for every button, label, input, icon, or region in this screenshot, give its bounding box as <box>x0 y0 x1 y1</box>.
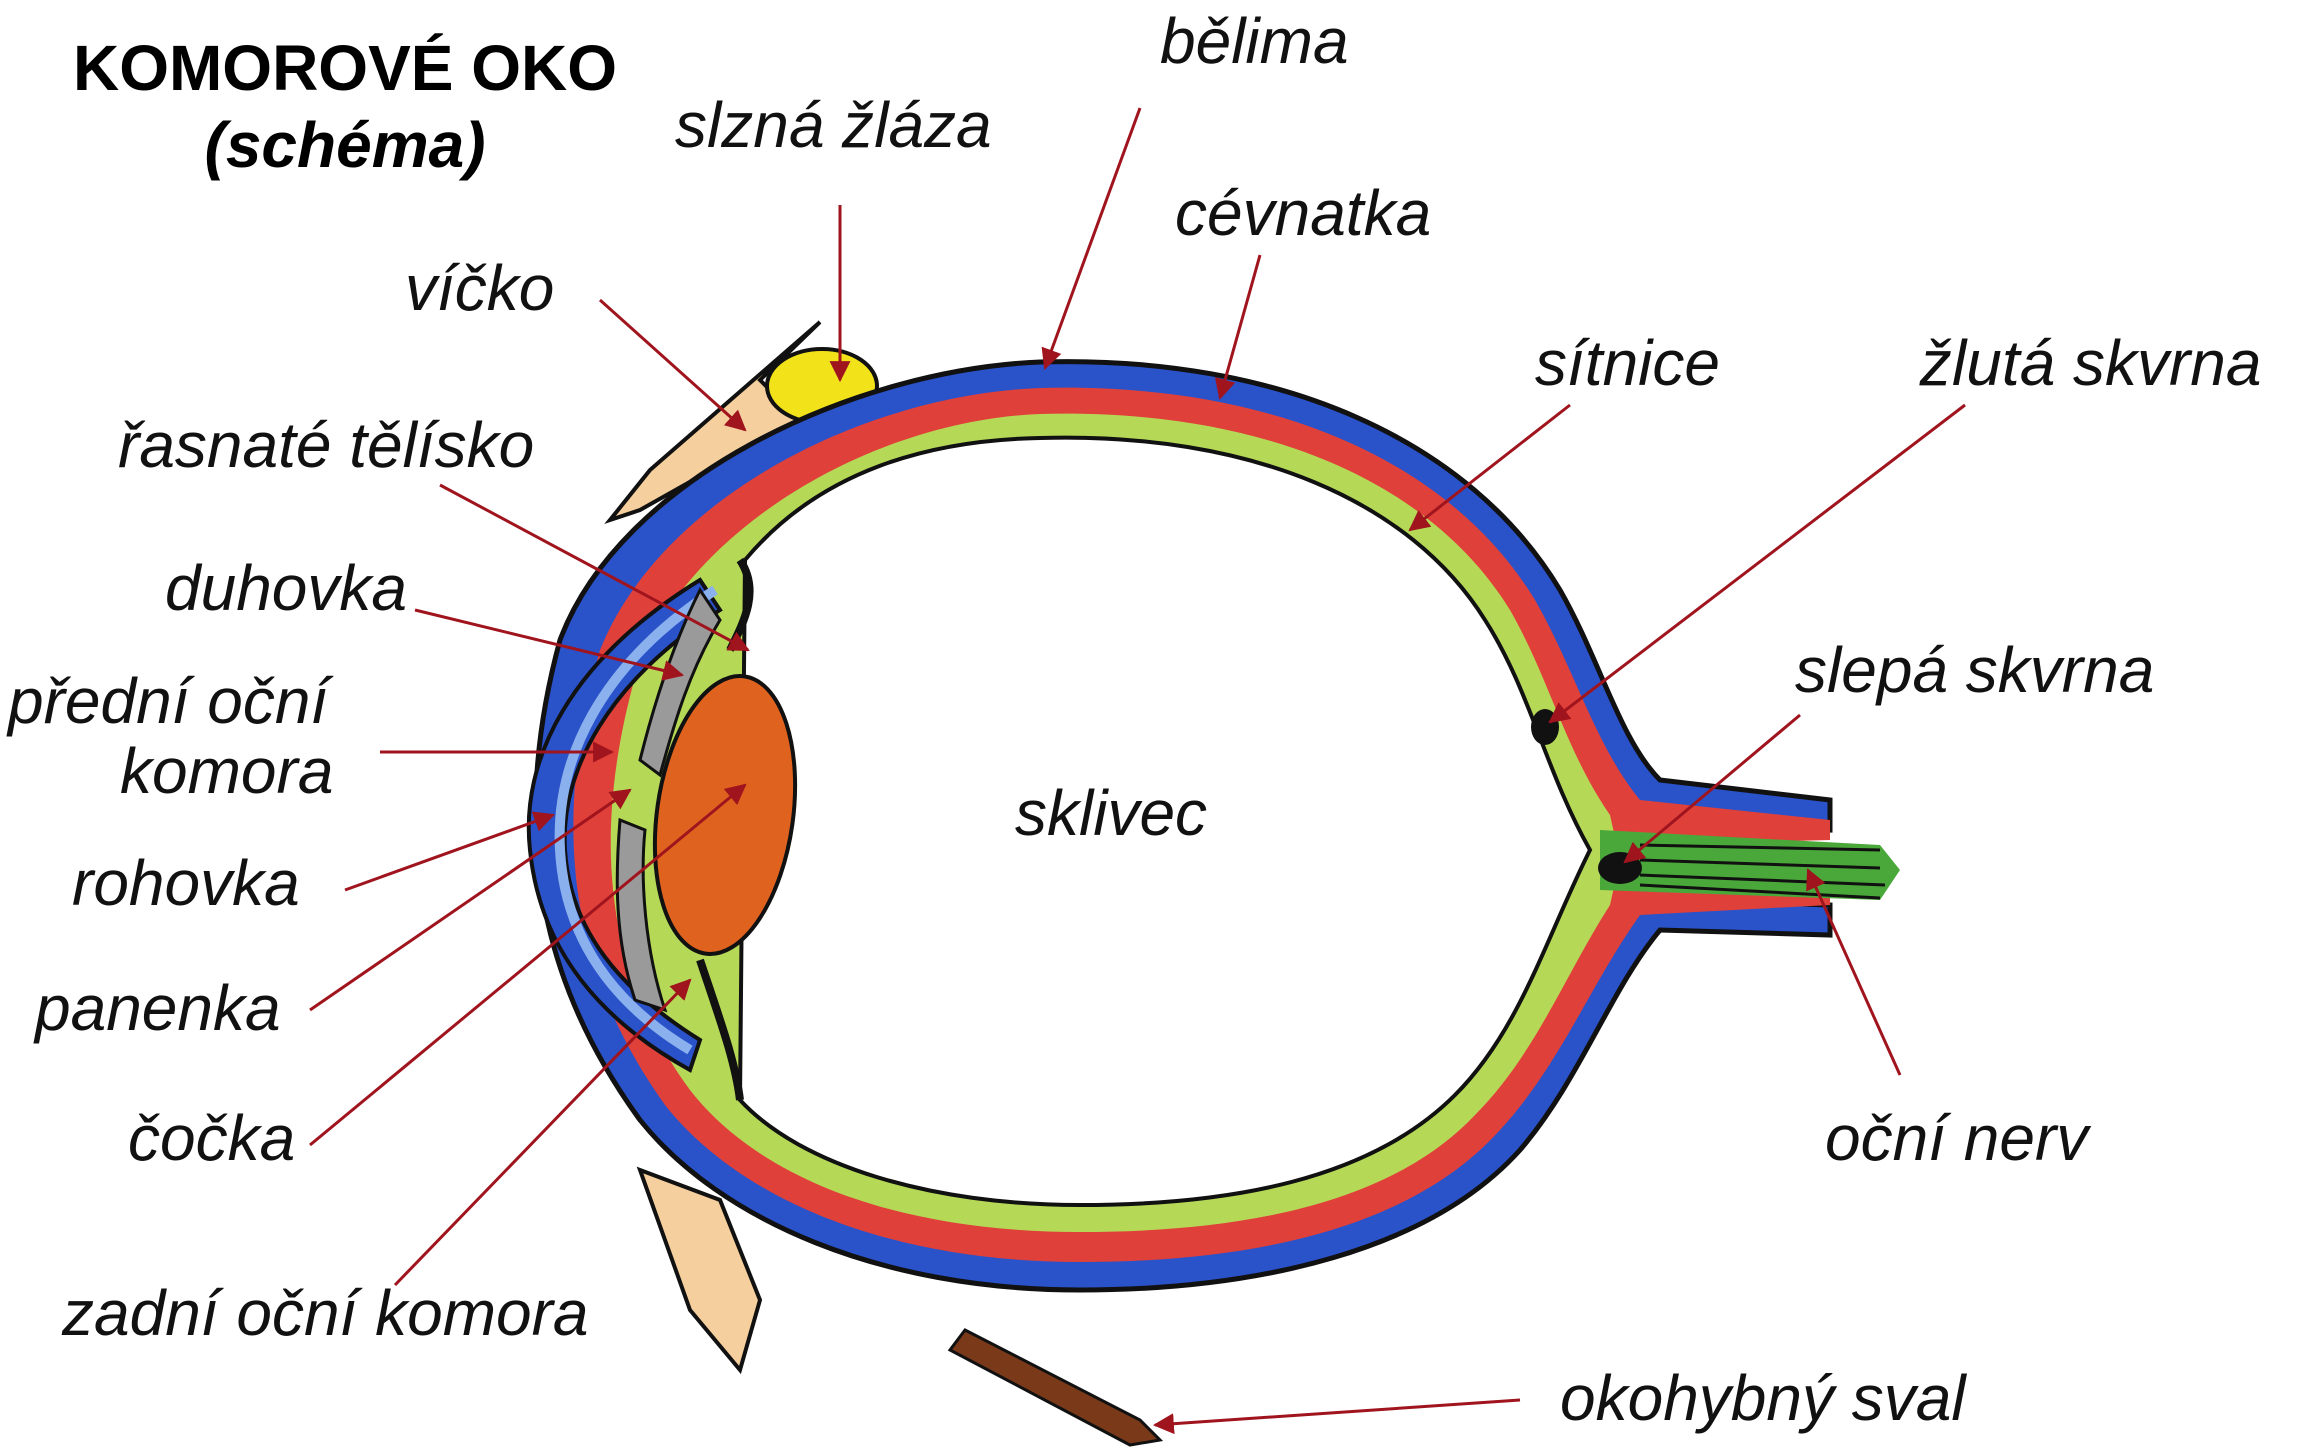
pointer-ocni-nerv <box>1808 870 1900 1075</box>
label-vicko: víčko <box>405 255 554 322</box>
title-main: KOMOROVÉ OKO <box>55 30 635 107</box>
label-zadni-ocni-komora: zadní oční komora <box>62 1280 589 1347</box>
title-sub: (schéma) <box>55 107 635 184</box>
label-slzna-zlaza: slzná žláza <box>675 92 992 159</box>
pointer-zadni-ocni-komora <box>395 980 690 1285</box>
eye-muscle <box>950 1330 1160 1445</box>
label-slepa-skvrna: slepá skvrna <box>1795 637 2154 704</box>
yellow-spot <box>1531 709 1559 745</box>
label-ocni-nerv: oční nerv <box>1825 1105 2088 1172</box>
pointer-belima <box>1045 108 1140 368</box>
label-sitnice: sítnice <box>1535 330 1720 397</box>
label-zluta-skvrna: žlutá skvrna <box>1920 330 2261 397</box>
label-panenka: panenka <box>35 975 281 1042</box>
pointer-okohybny-sval <box>1155 1400 1520 1425</box>
label-rasnate-telisko: řasnaté tělísko <box>118 412 534 479</box>
pointer-cevnatka <box>1220 255 1260 398</box>
diagram-title: KOMOROVÉ OKO (schéma) <box>55 30 635 184</box>
label-sklivec: sklivec <box>1015 780 1207 847</box>
pointer-rohovka <box>345 815 553 890</box>
pointer-vicko <box>600 300 745 430</box>
label-belima: bělima <box>1160 8 1349 75</box>
label-cevnatka: cévnatka <box>1175 180 1431 247</box>
label-predni-ocni-komora-1: přední oční <box>8 668 328 735</box>
label-predni-ocni-komora-2: komora <box>120 738 333 805</box>
blind-spot <box>1598 852 1642 884</box>
label-okohybny-sval: okohybný sval <box>1560 1365 1966 1432</box>
label-rohovka: rohovka <box>72 850 300 917</box>
label-cocka: čočka <box>128 1105 295 1172</box>
label-duhovka: duhovka <box>165 555 407 622</box>
